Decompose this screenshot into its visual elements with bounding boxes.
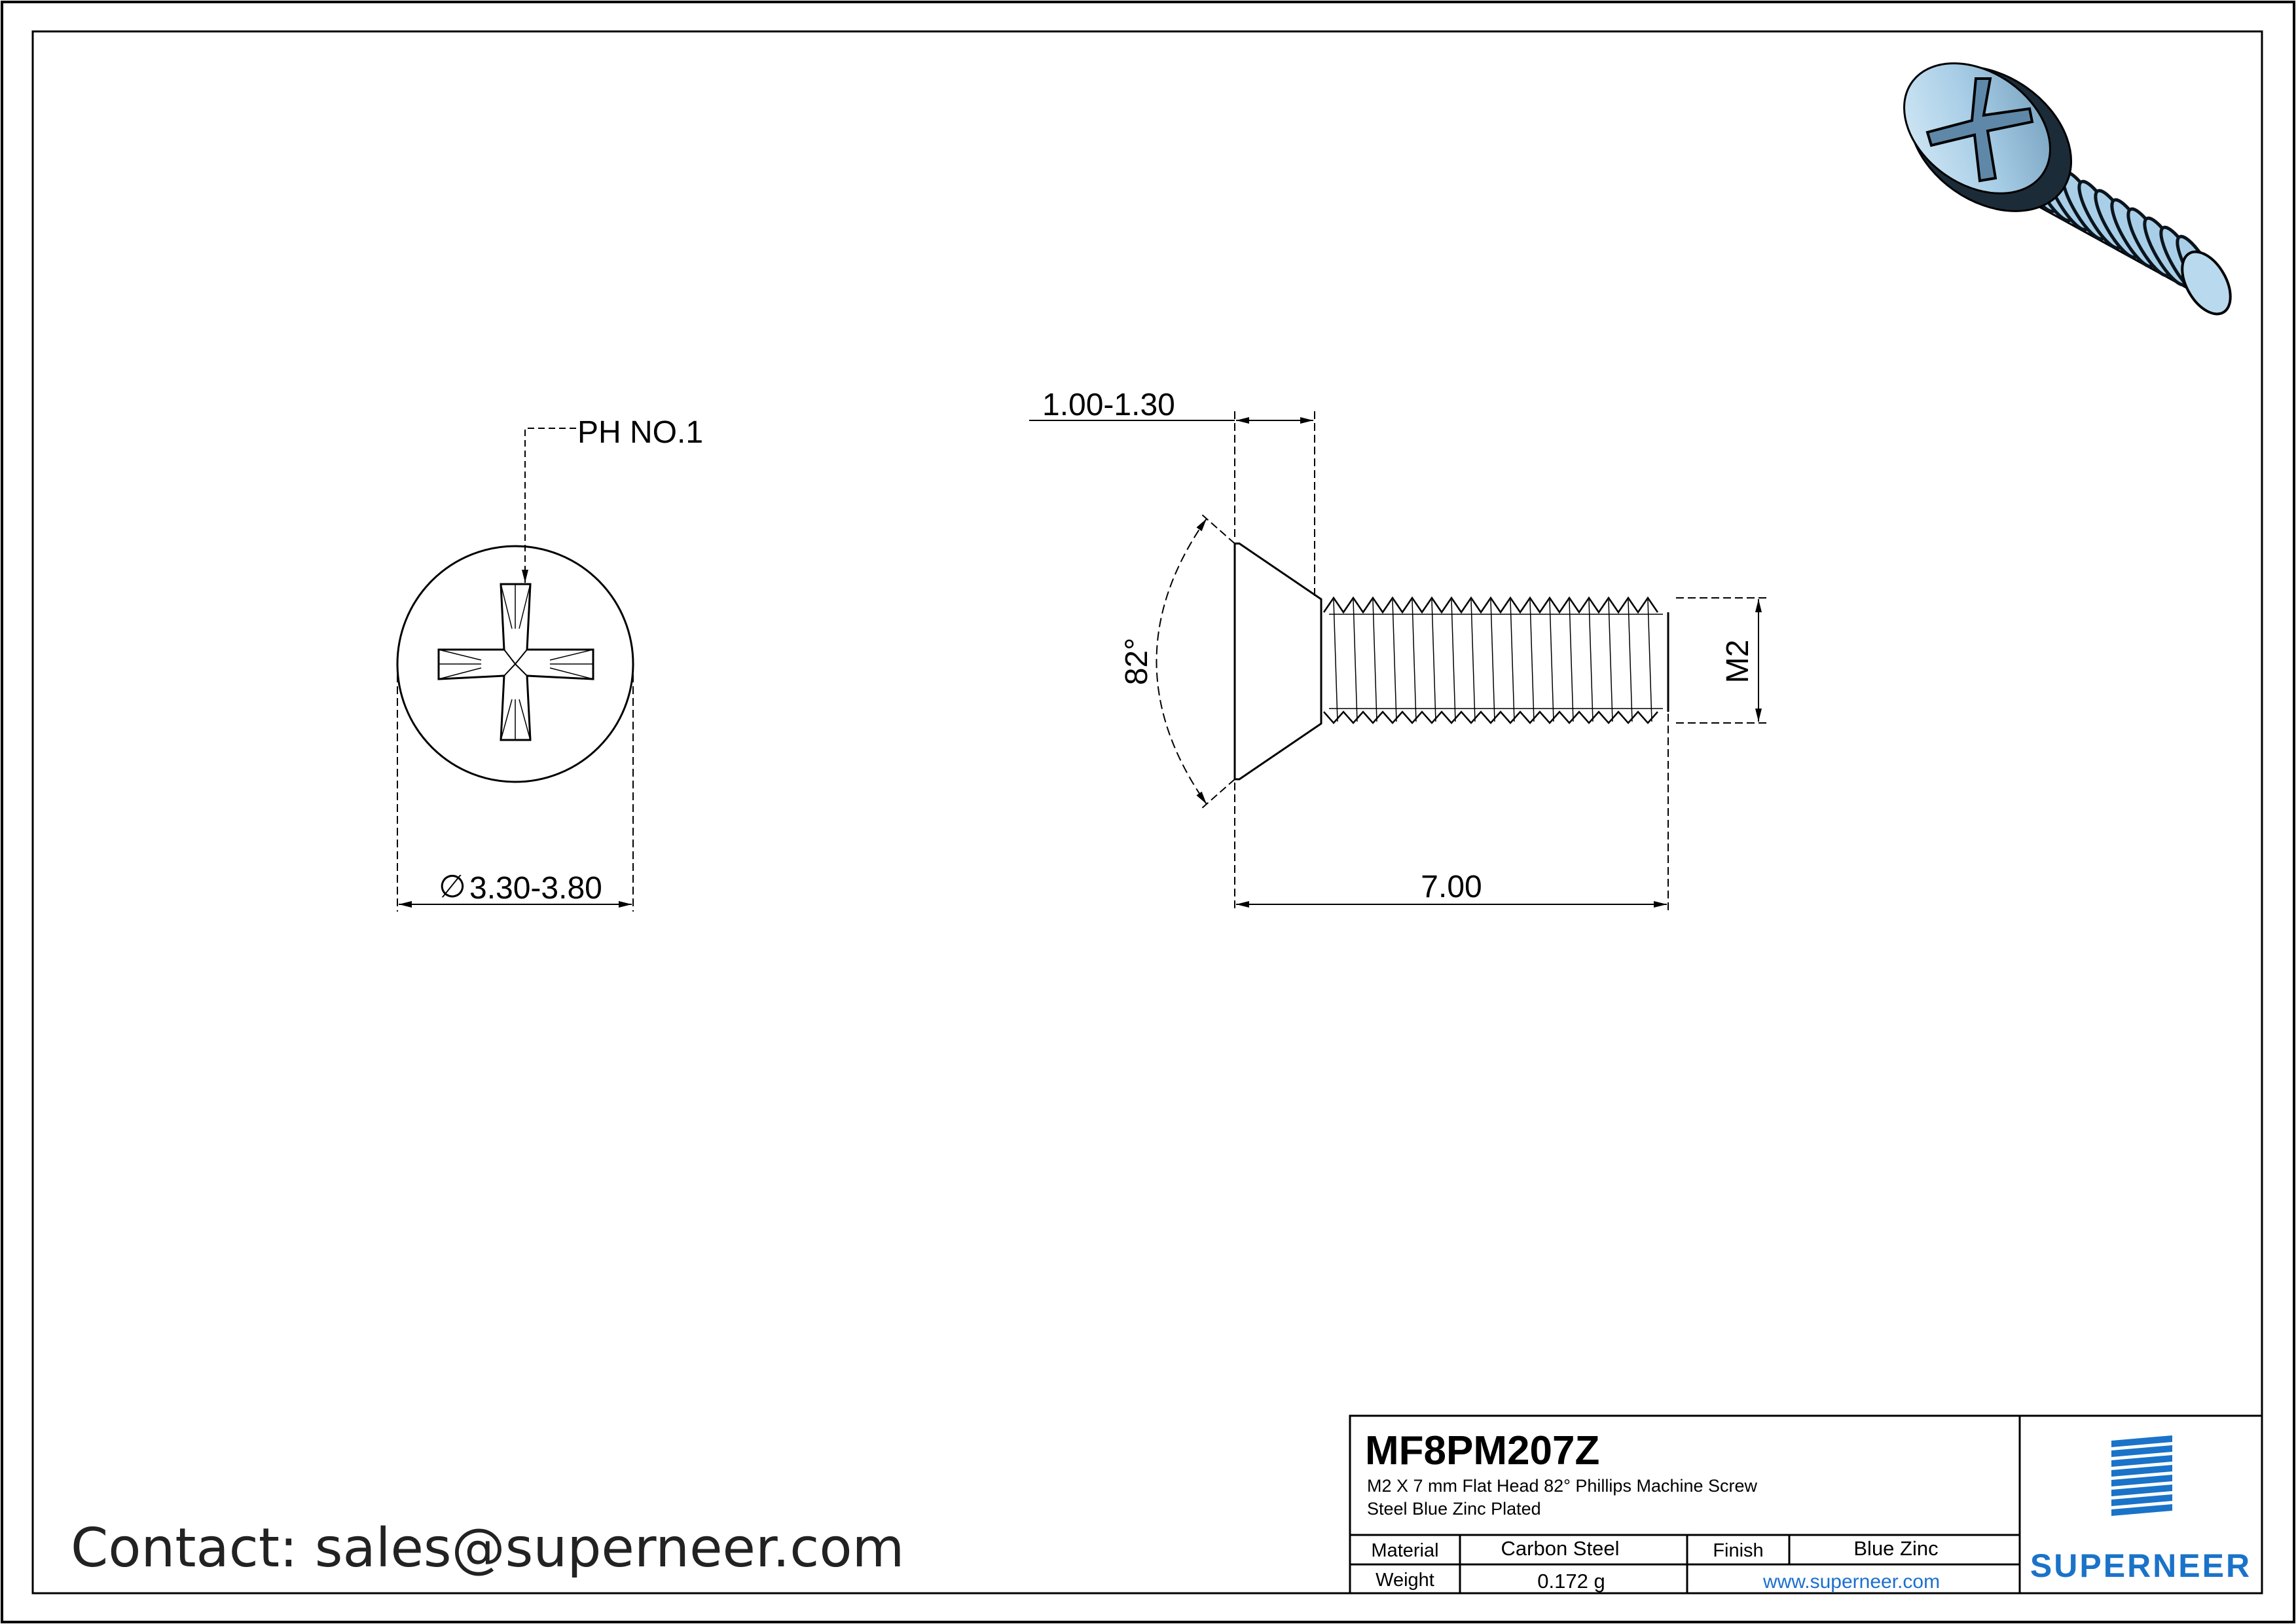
- head-view: PH NO.1 ∅ 3.30-3.80: [396, 415, 703, 912]
- material-label: Material: [1371, 1540, 1438, 1561]
- head-height-label: 1.00-1.30: [1042, 388, 1175, 422]
- brand-name: SUPERNEER: [2030, 1547, 2251, 1584]
- diameter-label: 3.30-3.80: [469, 871, 602, 906]
- thread-label: M2: [1721, 640, 1755, 684]
- diameter-symbol: ∅: [439, 870, 466, 904]
- phillips-cross: [437, 583, 594, 741]
- drive-leader: [522, 428, 576, 583]
- screw-threads: [1322, 596, 1659, 724]
- material-value: Carbon Steel: [1501, 1537, 1620, 1560]
- part-number: MF8PM207Z: [1365, 1428, 1599, 1473]
- side-view: 1.00-1.30 82° M2 7.00: [1029, 388, 1768, 910]
- head-circle: [396, 545, 634, 783]
- finish-label: Finish: [1713, 1540, 1763, 1561]
- angle-dimension-arc: [1156, 518, 1207, 805]
- title-block: MF8PM207Z M2 X 7 mm Flat Head 82° Philli…: [1349, 1414, 2263, 1595]
- screw-head: [1233, 542, 1322, 781]
- screw-3d-icon: [1903, 62, 2232, 316]
- inner-border: [31, 30, 2263, 1595]
- drive-label: PH NO.1: [577, 415, 703, 450]
- angle-label: 82°: [1120, 638, 1154, 686]
- description-line1: M2 X 7 mm Flat Head 82° Phillips Machine…: [1367, 1476, 1758, 1496]
- finish-value: Blue Zinc: [1853, 1537, 1938, 1560]
- contact-text: Contact: sales@superneer.com: [71, 1517, 904, 1579]
- website-link: www.superneer.com: [1762, 1571, 1940, 1593]
- length-label: 7.00: [1421, 870, 1482, 904]
- description-line2: Steel Blue Zinc Plated: [1367, 1499, 1541, 1519]
- weight-label: Weight: [1376, 1570, 1434, 1591]
- brand-logo-icon: [2111, 1435, 2172, 1516]
- weight-value: 0.172 g: [1537, 1570, 1605, 1593]
